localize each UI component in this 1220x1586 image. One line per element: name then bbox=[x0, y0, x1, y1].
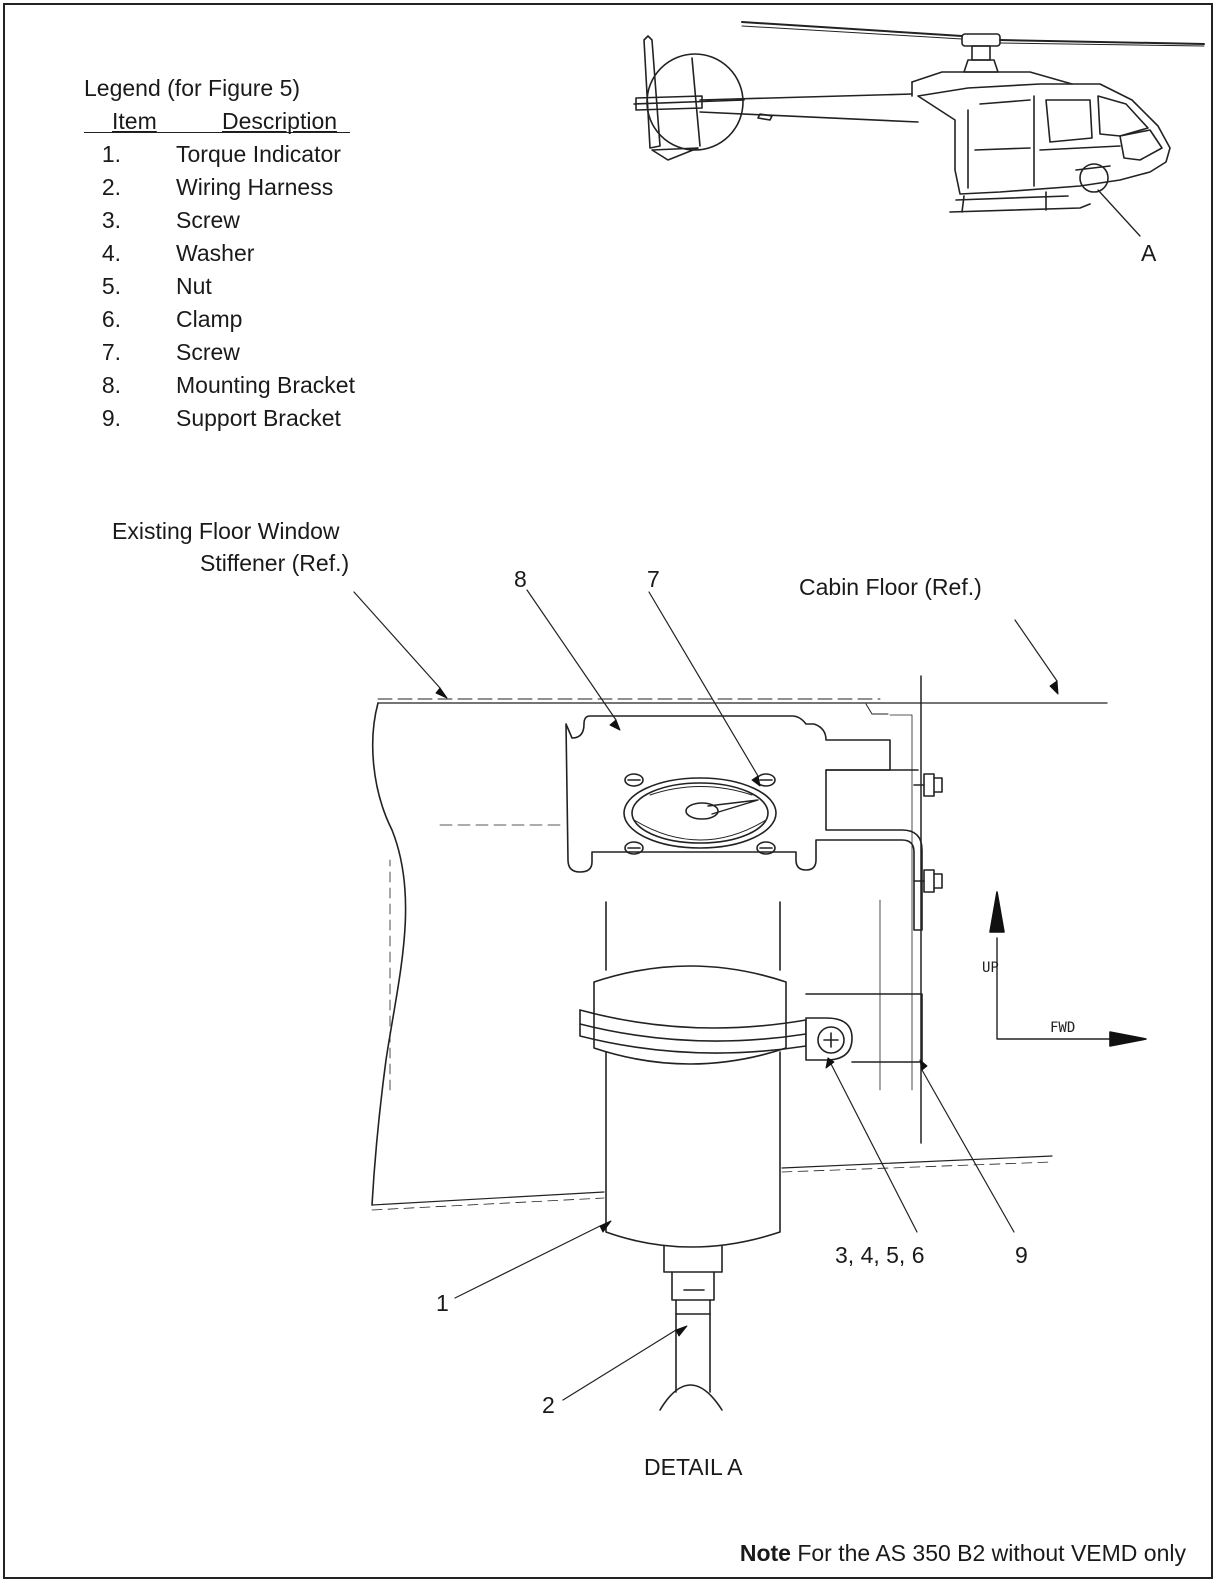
torque-gauge-icon bbox=[623, 773, 777, 855]
callout-9: 9 bbox=[1015, 1242, 1028, 1268]
legend-item-description: Nut bbox=[176, 273, 212, 299]
direction-arrow-icon bbox=[989, 891, 1147, 1047]
support-bracket bbox=[805, 993, 923, 1063]
callout-8: 8 bbox=[514, 566, 527, 592]
view-reference-label: A bbox=[1141, 240, 1157, 266]
legend-item-description: Clamp bbox=[176, 306, 243, 332]
torque-indicator-body bbox=[593, 901, 787, 1315]
legend-header-rule bbox=[84, 132, 350, 133]
fwd-label: FWD bbox=[1050, 1020, 1075, 1036]
up-label: UP bbox=[982, 960, 999, 976]
legend-item-description: Wiring Harness bbox=[176, 174, 334, 200]
legend-item-description: Torque Indicator bbox=[176, 141, 341, 167]
legend-row: 4. Washer bbox=[84, 237, 404, 270]
legend-item-number: 7. bbox=[101, 339, 121, 365]
detail-a-caption: DETAIL A bbox=[644, 1454, 743, 1480]
legend-caption: Legend (for Figure 5) bbox=[84, 75, 301, 101]
gauge-screw bbox=[624, 773, 644, 787]
legend-row: 2. Wiring Harness bbox=[84, 171, 404, 204]
callout-3-4-5-6: 3, 4, 5, 6 bbox=[835, 1242, 925, 1268]
legend-row: 6. Clamp bbox=[84, 303, 404, 336]
legend-item-description: Screw bbox=[176, 339, 240, 365]
legend-item-description: Screw bbox=[176, 207, 240, 233]
legend-rows: 1. Torque Indicator 2. Wiring Harness 3. Sc… bbox=[84, 138, 404, 435]
note: Note For the AS 350 B2 without VEMD only bbox=[740, 1540, 1186, 1567]
stiffener-label-line2: Stiffener (Ref.) bbox=[200, 550, 350, 576]
wiring-harness bbox=[659, 1313, 723, 1411]
figure-frame bbox=[3, 3, 1213, 1579]
legend-row: 8. Mounting Bracket bbox=[84, 369, 404, 402]
legend-row: 1. Torque Indicator bbox=[84, 138, 404, 171]
legend-item-number: 6. bbox=[101, 306, 121, 332]
callout-7: 7 bbox=[647, 566, 660, 592]
note-label: Note bbox=[739, 1540, 791, 1566]
helicopter-icon bbox=[633, 21, 1205, 237]
callout-1: 1 bbox=[436, 1290, 449, 1316]
legend-item-number: 2. bbox=[101, 174, 121, 200]
legend-row: 9. Support Bracket bbox=[84, 402, 404, 435]
legend-item-number: 3. bbox=[101, 207, 121, 233]
stiffener-label-line1: Existing Floor Window bbox=[112, 518, 340, 544]
leader-lines bbox=[353, 589, 1058, 1401]
legend-item-number: 8. bbox=[101, 372, 121, 398]
legend-row: 5. Nut bbox=[84, 270, 404, 303]
note-text: For the AS 350 B2 without VEMD only bbox=[790, 1540, 1186, 1566]
legend-header-description: Description bbox=[222, 108, 338, 134]
legend-item-number: 4. bbox=[101, 240, 121, 266]
callout-2: 2 bbox=[542, 1392, 555, 1418]
legend-item-number: 5. bbox=[101, 273, 121, 299]
legend-item-description: Washer bbox=[176, 240, 255, 266]
legend-item-description: Support Bracket bbox=[176, 405, 341, 431]
gauge-screw bbox=[624, 841, 644, 855]
gauge-screw bbox=[756, 841, 776, 855]
legend-item-description: Mounting Bracket bbox=[176, 372, 355, 398]
legend-header-item: Item bbox=[112, 108, 157, 134]
legend-item-number: 9. bbox=[101, 405, 121, 431]
legend-row: 3. Screw bbox=[84, 204, 404, 237]
legend-item-number: 1. bbox=[101, 141, 121, 167]
legend-row: 7. Screw bbox=[84, 336, 404, 369]
mounting-bracket bbox=[565, 715, 943, 931]
cabin-floor-label: Cabin Floor (Ref.) bbox=[799, 574, 982, 600]
